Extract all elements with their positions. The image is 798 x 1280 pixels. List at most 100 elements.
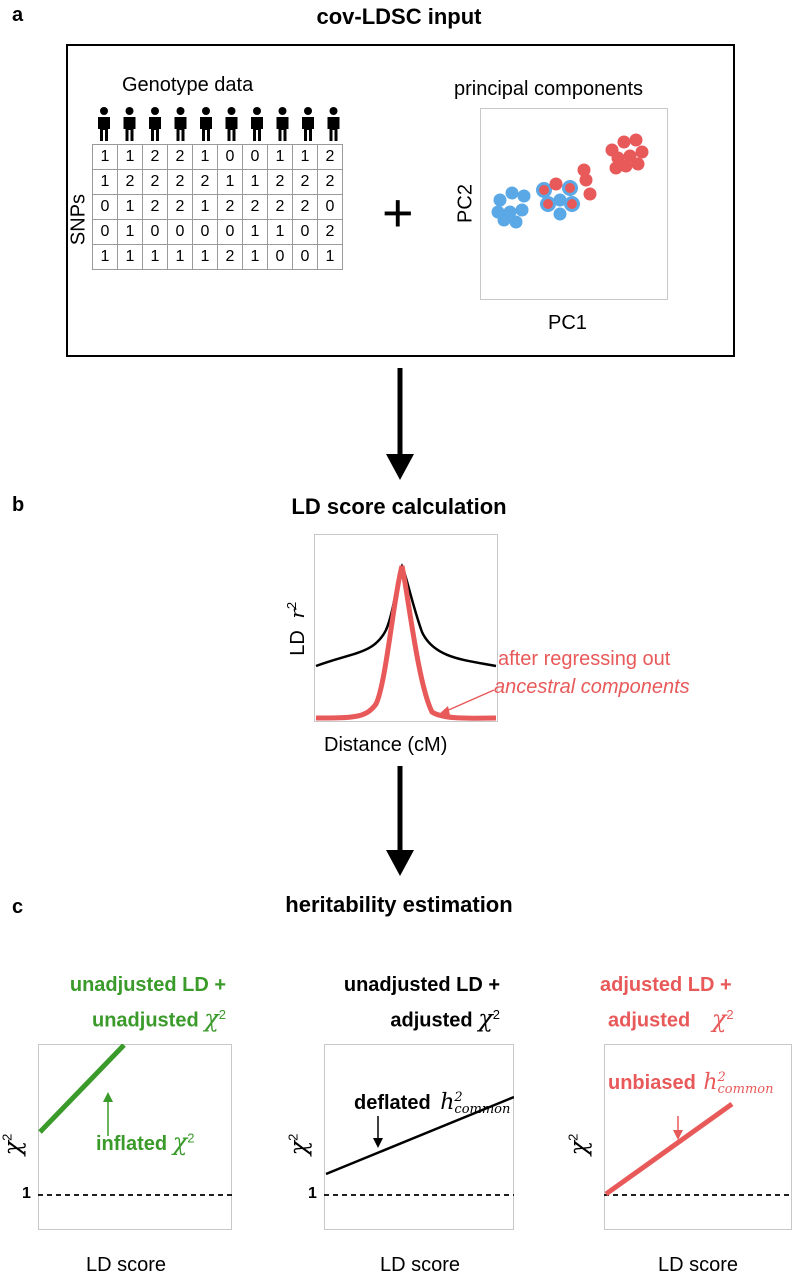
- person-icon: [327, 107, 340, 141]
- matrix-cell: 0: [292, 244, 318, 270]
- plot3-ylabel-chi: χ: [564, 1140, 593, 1156]
- matrix-cell: 2: [217, 194, 243, 220]
- plot1-frame: [38, 1044, 232, 1230]
- snps-label: SNPs: [67, 193, 90, 246]
- matrix-cell: 2: [167, 194, 193, 220]
- plot1-title-sup: 2: [218, 1007, 226, 1022]
- matrix-cell: 2: [167, 144, 193, 170]
- matrix-cell: 2: [317, 169, 343, 195]
- ld-ylabel: LD r2: [284, 584, 310, 674]
- plot1-one-tick: 1: [22, 1185, 31, 1202]
- plot2-title-chi: χ: [478, 1004, 493, 1033]
- pc-point: [564, 196, 580, 212]
- person-icon: [276, 107, 289, 141]
- matrix-cell: 1: [242, 244, 268, 270]
- pc-point: [553, 207, 567, 221]
- plot1-chart: [38, 1044, 232, 1196]
- plot2-annotation-text: deflated: [354, 1092, 431, 1114]
- matrix-cell: 1: [292, 144, 318, 170]
- matrix-cell: 1: [92, 144, 118, 170]
- pc-point: [536, 182, 552, 198]
- pc-point: [619, 159, 633, 173]
- matrix-cell: 0: [217, 219, 243, 245]
- matrix-cell: 0: [242, 144, 268, 170]
- pc-point: [493, 193, 507, 207]
- pc-point: [631, 157, 645, 171]
- plot3-title-line2-wrap: adjusted χ2: [588, 1000, 788, 1036]
- plot2-annotation-h-sup: 2: [454, 1089, 463, 1105]
- pc-point: [549, 177, 563, 191]
- pc-point: [635, 145, 649, 159]
- plot3-ylabel-sup: 2: [565, 1133, 581, 1141]
- plot2-regression-line: [325, 1095, 514, 1176]
- plot3-regression-line: [604, 1101, 734, 1197]
- pc-point: [517, 189, 531, 203]
- panel-b-title: LD score calculation: [291, 494, 507, 519]
- plot2-annotation-h: h: [440, 1090, 455, 1115]
- person-icon: [149, 107, 161, 141]
- matrix-cell: 1: [267, 219, 293, 245]
- matrix-cell: 1: [317, 244, 343, 270]
- matrix-cell: 2: [267, 194, 293, 220]
- matrix-cell: 0: [267, 244, 293, 270]
- matrix-cell: 1: [117, 244, 143, 270]
- plot1-title-line1: unadjusted LD +: [69, 974, 226, 996]
- panel-letter-c: c: [12, 896, 24, 918]
- plot1-xlabel: LD score: [86, 1254, 167, 1276]
- person-icon: [123, 107, 136, 141]
- plot2-title: unadjusted LD + adjusted χ2: [300, 970, 500, 1036]
- pc-point: [497, 213, 511, 227]
- pc-point: [617, 135, 631, 149]
- pc-point: [553, 193, 567, 207]
- plot1-annotation: inflated χ2: [96, 1128, 194, 1156]
- person-icon: [174, 107, 187, 141]
- matrix-cell: 1: [117, 219, 143, 245]
- plot2-annotation-h-sub: common: [454, 1101, 511, 1117]
- matrix-cell: 2: [242, 194, 268, 220]
- plot3-chart: [604, 1101, 792, 1197]
- person-icon: [251, 107, 263, 141]
- ld-ylabel-text: LD: [286, 630, 309, 656]
- plot3-frame: [604, 1044, 792, 1230]
- ld-decay-plot: [315, 563, 497, 721]
- matrix-cell: 1: [142, 244, 168, 270]
- matrix-cell: 2: [317, 219, 343, 245]
- panel-letter-a: a: [12, 4, 24, 26]
- annotation-arrow: [438, 689, 495, 715]
- pc-point: [579, 173, 593, 187]
- plot1-title-chi: χ: [204, 1004, 219, 1033]
- arrow-a-to-b: [386, 368, 414, 480]
- pc-point: [509, 215, 523, 229]
- matrix-cell: 0: [192, 219, 218, 245]
- person-icon: [98, 107, 110, 141]
- plot1-title-line2-wrap: unadjusted χ2: [20, 1000, 226, 1036]
- matrix-cell: 2: [317, 144, 343, 170]
- plus-sign: +: [382, 183, 414, 243]
- plot2-one-tick: 1: [308, 1185, 317, 1202]
- plot2-ylabel-sup: 2: [285, 1133, 301, 1141]
- pc-title: principal components: [454, 78, 643, 100]
- annotation-line1: after regressing out: [498, 648, 671, 670]
- matrix-cell: 0: [317, 194, 343, 220]
- arrow-b-to-c: [386, 766, 414, 876]
- pc-point: [577, 163, 591, 177]
- matrix-cell: 0: [92, 219, 118, 245]
- panel-c-title: heritability estimation: [285, 892, 513, 917]
- matrix-cell: 0: [292, 219, 318, 245]
- plot1-ylabel: χ2: [0, 1134, 27, 1156]
- plot3-xlabel: LD score: [658, 1254, 739, 1276]
- plot2-title-line1: unadjusted LD +: [343, 974, 500, 996]
- matrix-cell: 1: [192, 194, 218, 220]
- matrix-cell: 2: [292, 194, 318, 220]
- plot3-annotation-h: h: [703, 1070, 718, 1095]
- plot1-ylabel-chi: χ: [0, 1140, 27, 1156]
- person-icon: [302, 107, 314, 141]
- ld-ylabel-r: r: [284, 609, 309, 619]
- ld-curve-adjusted: [315, 565, 497, 721]
- plot3-title-chi: χ: [711, 1004, 727, 1033]
- pc-point: [623, 149, 637, 163]
- plot3-title-line2: adjusted: [608, 1009, 691, 1032]
- matrix-cell: 2: [142, 169, 168, 195]
- person-icon: [225, 107, 238, 141]
